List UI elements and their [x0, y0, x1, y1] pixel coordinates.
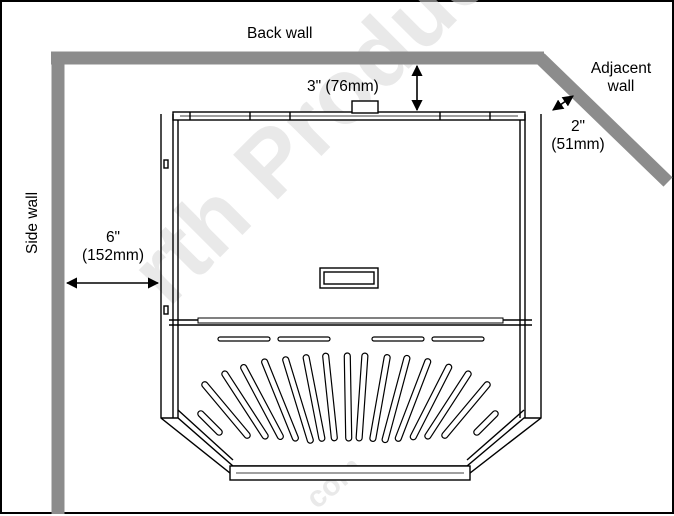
side-clearance-label: 6" (152mm): [68, 229, 158, 265]
side-clearance-label-line1: 6": [105, 229, 121, 246]
adjacent-wall: [535, 53, 673, 187]
vent-slots-radial: [197, 352, 499, 444]
corner-clearance-label: 2" (51mm): [538, 118, 618, 154]
back-clearance-label: 3" (76mm): [307, 78, 379, 95]
adjacent-wall-label-line2: wall: [607, 78, 635, 95]
side-clearance-label-line2: (152mm): [81, 247, 144, 264]
side-wall-label: Side wall: [24, 191, 41, 254]
corner-clearance-label-line1: 2": [570, 118, 586, 135]
adjacent-wall-label-line1: Adjacent: [590, 60, 652, 77]
corner-clearance-label-line2: (51mm): [551, 136, 605, 153]
corner-clearance-arrow: [552, 95, 574, 111]
back-wall-label: Back wall: [247, 25, 313, 42]
vent-slots-horizontal: [217, 336, 485, 342]
stove: [160, 100, 542, 481]
adjacent-wall-label: Adjacent wall: [574, 60, 668, 96]
